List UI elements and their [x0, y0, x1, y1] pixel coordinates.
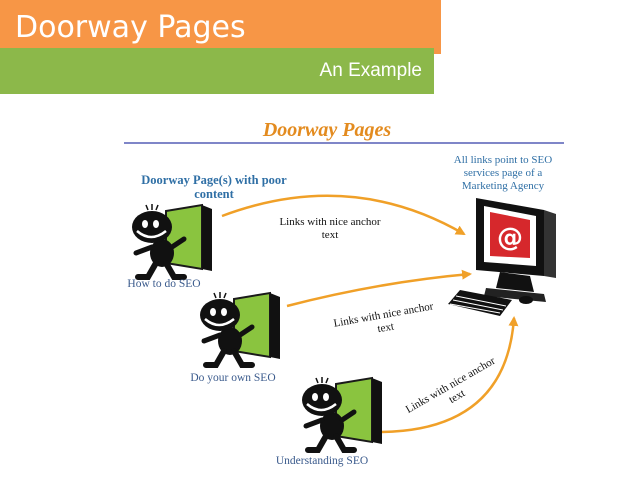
slide-title: Doorway Pages	[15, 10, 246, 45]
svg-text:text: text	[377, 321, 395, 336]
mouse-icon	[519, 296, 533, 304]
link-arrow-3	[381, 316, 519, 434]
link-label-2: Links with nice anchor text	[333, 300, 435, 336]
svg-text:Links with nice anchor: Links with nice anchor	[404, 355, 498, 416]
svg-text:Links with nice anchor: Links with nice anchor	[279, 216, 380, 228]
diagram-heading: Doorway Pages	[262, 119, 392, 141]
page-caption-1: How to do SEO	[127, 278, 200, 290]
title-bar	[0, 0, 441, 54]
page-caption-2: Do your own SEO	[190, 372, 275, 384]
doorway-label-line1: Doorway Page(s) with poor	[141, 173, 287, 187]
at-sign-icon: @	[497, 223, 523, 253]
doorway-label-line2: content	[194, 187, 234, 201]
target-label-line2: services page of a	[464, 167, 543, 179]
doorway-page-1-icon	[132, 204, 212, 277]
link-label-1: Links with nice anchor text	[279, 216, 380, 241]
target-label-line1: All links point to SEO	[454, 154, 552, 166]
computer-icon: @	[476, 198, 556, 302]
doorway-page-3-icon	[302, 377, 382, 450]
subtitle-bar	[0, 48, 434, 94]
keyboard-icon	[448, 290, 512, 316]
doorway-page-2-icon	[200, 292, 280, 365]
slide-subtitle: An Example	[319, 60, 422, 81]
link-arrow-1	[221, 194, 466, 236]
link-arrow-2	[286, 269, 472, 308]
page-caption-3: Understanding SEO	[276, 455, 368, 467]
svg-text:text: text	[322, 229, 339, 241]
target-label-line3: Marketing Agency	[462, 180, 545, 192]
